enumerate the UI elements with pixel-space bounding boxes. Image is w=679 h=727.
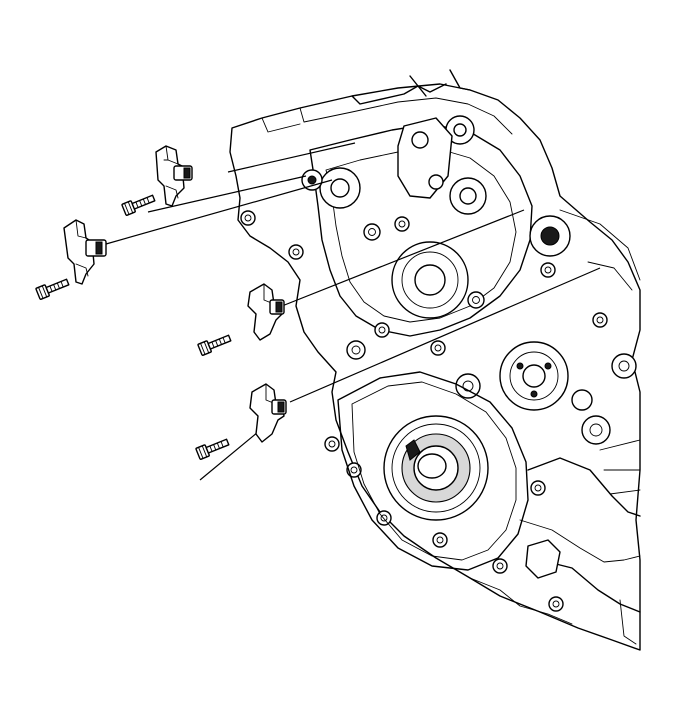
leader-upper-bolt — [147, 175, 307, 213]
sensor-bolts — [35, 194, 232, 460]
bolt-icon — [121, 194, 156, 216]
camshaft-position-sensor-middle — [247, 283, 285, 341]
bolt-icon — [35, 278, 70, 300]
top-rail — [351, 83, 447, 105]
bolt-icon — [195, 438, 230, 460]
leader-lower-bolt — [199, 431, 259, 481]
top-rail-inner — [299, 97, 513, 135]
engine-front-cover — [229, 69, 641, 651]
camshaft-position-sensor-lower — [63, 219, 107, 285]
crankshaft-position-sensor — [249, 383, 287, 443]
bolt-icon — [197, 334, 232, 356]
cover-bolts — [240, 210, 608, 612]
leader-lines — [105, 142, 601, 481]
leader-upper-sensor — [227, 142, 356, 173]
leader-middle-sensor — [281, 209, 525, 307]
leader-lower-sensor — [289, 267, 601, 403]
camshaft-position-sensor-upper — [155, 145, 193, 207]
lower-plate — [337, 371, 529, 571]
lower-right-structure — [527, 457, 641, 517]
leader-left-sensor — [105, 179, 333, 245]
crankshaft-seal — [383, 415, 489, 521]
idler-pulley — [499, 341, 569, 411]
